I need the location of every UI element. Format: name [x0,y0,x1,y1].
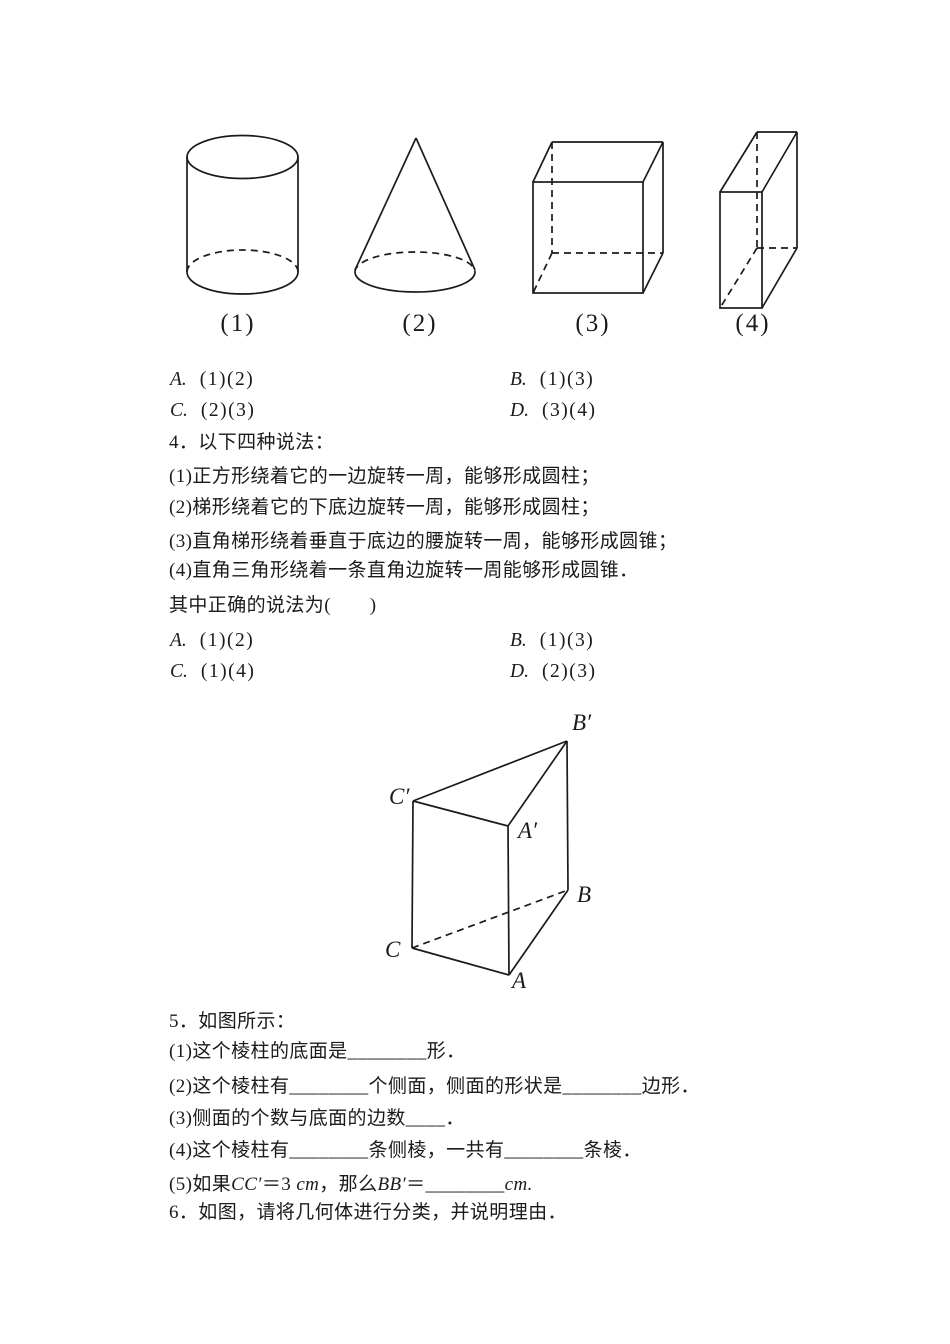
q4-option-a-value: (1)(2) [199,630,255,651]
q5-item-1: (1)这个棱柱的底面是________形． [169,1041,466,1062]
solid-caption-1: (1) [220,310,256,337]
solids-figure [186,131,798,309]
q5-item-5-mid: ，那么 [319,1174,378,1195]
cone-figure [354,137,476,293]
q3-option-c-letter: C. [170,400,188,421]
q5-item-5: (5)如果CC′＝3 cm，那么BB′＝________cm. [169,1172,533,1198]
q4-option-b-value: (1)(3) [539,630,595,651]
prism-vertex-c: C [385,937,401,962]
solid-caption-2: (2) [402,310,438,337]
q5-item-5-cm1: cm [296,1174,320,1195]
q4-option-c-letter: C. [170,661,188,682]
q4-option-b-letter: B. [510,630,527,651]
q3-option-b-letter: B. [510,369,527,390]
q4-prompt: 其中正确的说法为( ) [169,595,377,616]
prism-vertex-a: A [510,968,527,993]
q5-item-5-blank: ________ [425,1174,505,1195]
triangular-prism-figure: B′ C′ A′ B C A [385,710,592,993]
q3-option-b-value: (1)(3) [539,369,595,390]
q5-item-5-cc: CC′ [231,1174,262,1195]
q5-item-5-eq1: ＝3 [261,1174,297,1195]
q4-option-a: A. (1)(2) [170,628,254,654]
q5-item-3: (3)侧面的个数与底面的边数____． [169,1108,465,1129]
q5-item-4: (4)这个棱柱有________条侧棱，一共有________条棱． [169,1140,642,1161]
q5-item-2: (2)这个棱柱有________个侧面，侧面的形状是________边形． [169,1076,700,1097]
q3-option-a-value: (1)(2) [199,369,255,390]
q5-item-5-pre: (5)如果 [169,1174,232,1195]
q3-option-a-letter: A. [170,369,187,390]
cuboid-figure [532,141,664,294]
q4-statement-3: (3)直角梯形绕着垂直于底边的腰旋转一周，能够形成圆锥； [169,531,678,552]
q6-title: 6．如图，请将几何体进行分类，并说明理由． [169,1202,567,1223]
q4-option-d-value: (2)(3) [541,661,597,682]
prism-vertex-b-prime: B′ [572,710,592,735]
q4-title: 4．以下四种说法： [169,432,335,453]
q4-option-a-letter: A. [170,630,187,651]
q5-item-5-eq2: ＝ [406,1174,426,1195]
thin-box-figure [719,131,798,309]
q3-option-d-value: (3)(4) [541,400,597,421]
q4-statement-4: (4)直角三角形绕着一条直角边旋转一周能够形成圆锥． [169,560,639,581]
q3-option-a: A. (1)(2) [170,367,254,393]
prism-vertex-a-prime: A′ [516,818,538,843]
prism-vertex-c-prime: C′ [389,784,410,809]
cylinder-figure [186,134,299,295]
q4-option-b: B. (1)(3) [510,628,594,654]
q4-statement-2: (2)梯形绕着它的下底边旋转一周，能够形成圆柱； [169,497,600,518]
q3-option-d-letter: D. [510,400,529,421]
solid-caption-4: (4) [735,310,771,337]
q4-statement-1: (1)正方形绕着它的一边旋转一周，能够形成圆柱； [169,466,600,487]
q3-option-c-value: (2)(3) [200,400,256,421]
q5-title: 5．如图所示： [169,1011,296,1032]
solid-caption-3: (3) [575,310,611,337]
prism-vertex-b: B [577,882,591,907]
q4-option-c: C. (1)(4) [170,659,255,685]
q5-item-5-cm2: cm. [504,1174,533,1195]
prism-edges [411,740,569,976]
q5-item-5-bb: BB′ [377,1174,407,1195]
q3-option-b: B. (1)(3) [510,367,594,393]
q4-option-d-letter: D. [510,661,529,682]
q4-option-d: D. (2)(3) [510,659,596,685]
q3-option-d: D. (3)(4) [510,398,596,424]
q3-option-c: C. (2)(3) [170,398,255,424]
q4-option-c-value: (1)(4) [200,661,256,682]
